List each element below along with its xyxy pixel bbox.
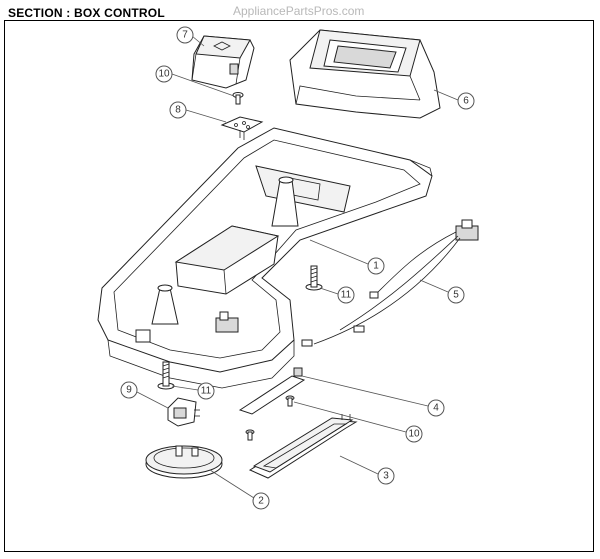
part-4-bracket[interactable] — [238, 367, 306, 415]
leader-lines — [136, 35, 459, 499]
callout-11-lower-label: 11 — [201, 386, 212, 397]
part-9-switch[interactable] — [167, 397, 200, 427]
callout-4: 4 — [427, 399, 445, 417]
callout-11-upper-label: 11 — [341, 290, 352, 301]
part-11-screw-lower[interactable] — [157, 361, 175, 390]
callout-7-label: 7 — [182, 30, 188, 41]
callout-4-label: 4 — [433, 403, 439, 414]
callout-1-label: 1 — [373, 261, 379, 272]
callout-11-upper: 11 — [337, 286, 355, 304]
part-10-screw-top[interactable] — [232, 92, 244, 105]
callout-9-label: 9 — [126, 385, 132, 396]
diagram-frame — [4, 20, 594, 552]
callout-3-label: 3 — [383, 471, 389, 482]
section-title: SECTION : BOX CONTROL — [8, 6, 165, 20]
part-8-pcb[interactable] — [220, 116, 264, 140]
part-1-control-box[interactable] — [97, 127, 433, 389]
part-5-wire-harness[interactable] — [301, 219, 479, 347]
callout-8-label: 8 — [175, 105, 181, 116]
callout-11-lower: 11 — [197, 382, 215, 400]
callout-5: 5 — [447, 286, 465, 304]
callout-10-lower-label: 10 — [408, 429, 420, 440]
watermark: AppliancePartsPros.com — [233, 4, 365, 18]
part-3-cover-plate[interactable] — [248, 414, 358, 479]
callout-9: 9 — [120, 381, 138, 399]
part-7-module-cover[interactable] — [191, 35, 255, 89]
part-6-display-housing[interactable] — [289, 29, 441, 119]
callout-6-label: 6 — [463, 96, 469, 107]
callout-6: 6 — [457, 92, 475, 110]
part-2-dial-ring[interactable] — [145, 445, 223, 479]
callout-2: 2 — [252, 492, 270, 510]
part-10-screw-lower[interactable] — [245, 395, 295, 441]
callout-1: 1 — [367, 257, 385, 275]
callout-10-top-label: 10 — [158, 69, 170, 80]
callout-10-top: 10 — [155, 65, 173, 83]
callout-2-label: 2 — [258, 496, 264, 507]
callout-8: 8 — [169, 101, 187, 119]
callout-3: 3 — [377, 467, 395, 485]
part-11-screw-upper[interactable] — [305, 265, 323, 291]
callout-10-lower: 10 — [405, 425, 423, 443]
callout-5-label: 5 — [453, 290, 459, 301]
callout-7: 7 — [176, 26, 194, 44]
